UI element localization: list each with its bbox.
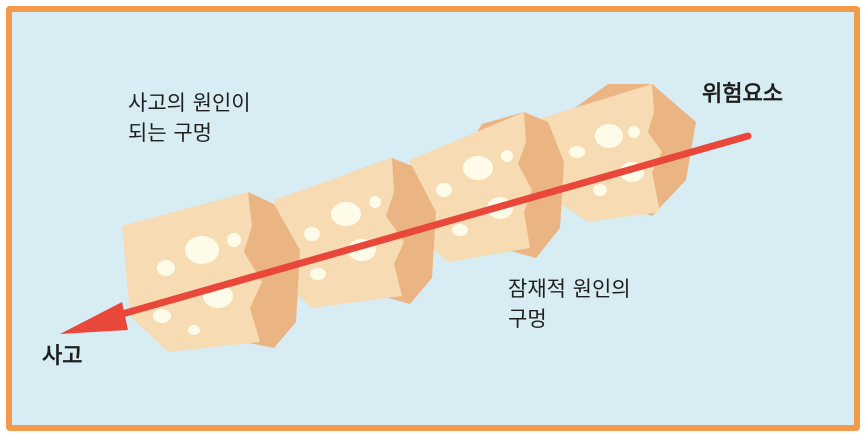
hole xyxy=(310,268,326,280)
hole xyxy=(436,183,452,197)
hole xyxy=(628,126,640,138)
diagram-frame: 사고의 원인이 되는 구멍 위험요소 잠재적 원인의 구멍 사고 xyxy=(6,6,860,431)
accident-hole-label-line1: 사고의 원인이 xyxy=(128,88,251,118)
cheese-slice-4 xyxy=(542,84,696,222)
hole xyxy=(593,184,607,196)
latent-hole-label-line1: 잠재적 원인의 xyxy=(508,274,631,304)
hole xyxy=(452,224,468,236)
hole xyxy=(185,236,219,264)
hole xyxy=(595,124,623,148)
swiss-cheese-diagram xyxy=(12,12,854,425)
hole xyxy=(463,156,493,180)
hole xyxy=(153,309,171,323)
hole xyxy=(227,233,241,247)
hole xyxy=(501,150,513,162)
hole xyxy=(369,196,381,208)
hole xyxy=(188,325,200,335)
arrow-head xyxy=(60,302,128,334)
latent-hole-label-line2: 구멍 xyxy=(508,304,547,334)
hazard-label: 위험요소 xyxy=(702,80,783,110)
hole xyxy=(331,202,361,226)
accident-label: 사고 xyxy=(42,342,82,372)
hole xyxy=(569,146,585,158)
hole xyxy=(157,260,175,276)
accident-hole-label-line2: 되는 구멍 xyxy=(128,118,212,148)
hole xyxy=(304,227,320,241)
